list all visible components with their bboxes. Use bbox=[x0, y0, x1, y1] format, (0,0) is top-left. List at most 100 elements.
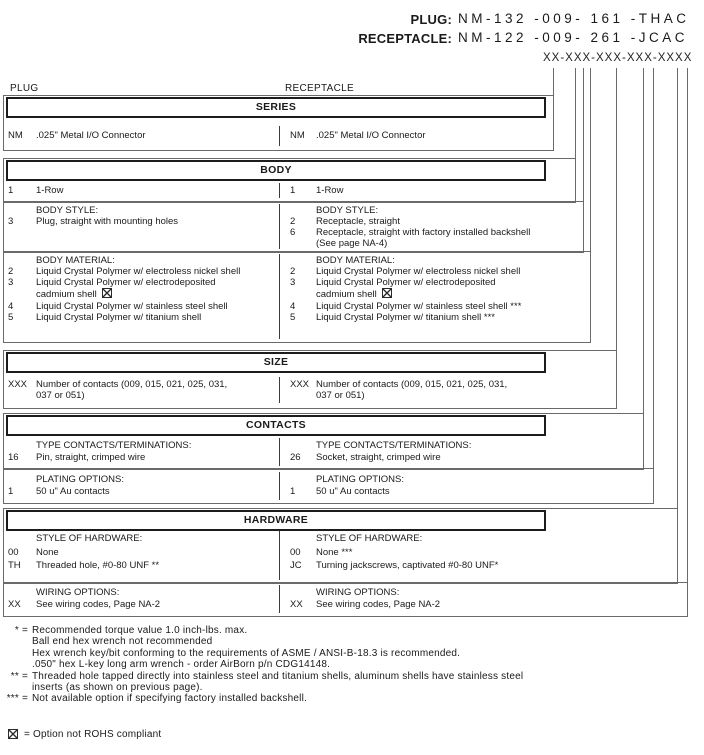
option-code: XX bbox=[8, 599, 21, 610]
plug-column-header: PLUG bbox=[10, 83, 39, 94]
option-desc: Receptacle, straight with factory instal… bbox=[316, 227, 531, 238]
option-desc: See wiring codes, Page NA-2 bbox=[36, 599, 161, 610]
footnote-marker: *** = bbox=[6, 693, 28, 704]
option-desc: Liquid Crystal Polymer w/ titanium shell… bbox=[316, 312, 495, 323]
option-code: 2 bbox=[290, 216, 296, 227]
connector-line bbox=[687, 68, 688, 583]
footnote: ** =Threaded hole tapped directly into s… bbox=[2, 671, 523, 682]
section-header-hardware: HARDWARE bbox=[6, 510, 546, 531]
option-desc-continuation: cadmium shell bbox=[316, 288, 392, 300]
plating-group-box bbox=[3, 468, 654, 504]
option-code: XXX bbox=[290, 379, 310, 390]
group-label: BODY STYLE: bbox=[316, 205, 379, 216]
column-divider bbox=[279, 472, 280, 500]
hardware-style-group-box bbox=[3, 508, 678, 584]
option-code: NM bbox=[290, 130, 305, 141]
connector-line bbox=[583, 68, 584, 202]
section-header-size: SIZE bbox=[6, 352, 546, 373]
option-desc: Liquid Crystal Polymer w/ electrodeposit… bbox=[36, 277, 216, 288]
size-group-box bbox=[3, 350, 617, 409]
section-header-body: BODY bbox=[6, 160, 546, 181]
footnote-text: Recommended torque value 1.0 inch-lbs. m… bbox=[32, 625, 248, 636]
not-rohs-icon bbox=[8, 729, 18, 739]
option-desc: Turning jackscrews, captivated #0-80 UNF… bbox=[316, 560, 499, 571]
footnote: .050" hex L-key long arm wrench - order … bbox=[2, 659, 330, 670]
not-rohs-icon bbox=[381, 288, 392, 298]
option-desc: Plug, straight with mounting holes bbox=[36, 216, 179, 227]
option-code: 2 bbox=[8, 266, 14, 277]
option-desc: Socket, straight, crimped wire bbox=[316, 452, 441, 463]
footnote-text: Ball end hex wrench not recommended bbox=[32, 636, 213, 647]
section-header-series: SERIES bbox=[6, 97, 546, 118]
body-material-group-box bbox=[3, 251, 591, 343]
option-desc-continuation: 037 or 051) bbox=[316, 390, 365, 401]
plug-part-number-value: NM-132 -009- 161 -THAC bbox=[458, 11, 690, 26]
rohs-legend-text: = Option not ROHS compliant bbox=[24, 729, 162, 740]
connector-line bbox=[575, 68, 576, 158]
option-code: 16 bbox=[8, 452, 19, 463]
option-desc: cadmium shell bbox=[316, 289, 377, 300]
option-desc: 1-Row bbox=[36, 185, 64, 196]
contact-type-group-box bbox=[3, 413, 644, 470]
body-style-group-box bbox=[3, 201, 584, 253]
footnote: *** = Not available option if specifying … bbox=[2, 693, 307, 704]
option-desc: Liquid Crystal Polymer w/ stainless stee… bbox=[36, 301, 228, 312]
group-label: WIRING OPTIONS: bbox=[316, 587, 400, 598]
connector-line bbox=[643, 68, 644, 413]
option-code: 2 bbox=[290, 266, 296, 277]
option-desc: cadmium shell bbox=[36, 289, 97, 300]
option-desc: None *** bbox=[316, 547, 353, 558]
footnote: inserts (as shown on previous page). bbox=[2, 682, 203, 693]
footnote: Ball end hex wrench not recommended bbox=[2, 636, 212, 647]
footnote-text: .050" hex L-key long arm wrench - order … bbox=[32, 659, 331, 670]
option-desc: Liquid Crystal Polymer w/ titanium shell bbox=[36, 312, 202, 323]
option-desc: Liquid Crystal Polymer w/ electroless ni… bbox=[36, 266, 241, 277]
column-divider bbox=[279, 377, 280, 403]
footnote-text: inserts (as shown on previous page). bbox=[32, 682, 203, 693]
group-label: TYPE CONTACTS/TERMINATIONS: bbox=[316, 440, 472, 451]
connector-line bbox=[677, 68, 678, 508]
part-number-pattern: XX-XXX-XXX-XXX-XXXX bbox=[543, 52, 693, 64]
option-desc: Number of contacts (009, 015, 021, 025, … bbox=[36, 379, 228, 390]
option-desc-continuation: 037 or 051) bbox=[36, 390, 85, 401]
footnote-text: Not available option if specifying facto… bbox=[32, 693, 307, 704]
column-divider bbox=[279, 126, 280, 146]
option-desc: None bbox=[36, 547, 59, 558]
connector-line bbox=[653, 68, 654, 469]
option-desc: 50 u" Au contacts bbox=[316, 486, 390, 497]
option-desc: Receptacle, straight bbox=[316, 216, 400, 227]
connector-line bbox=[553, 68, 554, 95]
group-label: PLATING OPTIONS: bbox=[36, 474, 124, 485]
group-label: PLATING OPTIONS: bbox=[316, 474, 404, 485]
column-divider bbox=[279, 531, 280, 580]
receptacle-part-number-value: NM-122 -009- 261 -JCAC bbox=[458, 30, 689, 45]
option-desc: 50 u" Au contacts bbox=[36, 486, 110, 497]
option-desc: Liquid Crystal Polymer w/ electroless ni… bbox=[316, 266, 521, 277]
group-label: TYPE CONTACTS/TERMINATIONS: bbox=[36, 440, 192, 451]
option-code: 3 bbox=[8, 216, 14, 227]
option-desc-continuation: cadmium shell bbox=[36, 288, 112, 300]
option-code: 00 bbox=[8, 547, 19, 558]
option-code: 3 bbox=[290, 277, 296, 288]
option-code: 6 bbox=[290, 227, 296, 238]
not-rohs-icon bbox=[101, 288, 112, 298]
group-label: WIRING OPTIONS: bbox=[36, 587, 120, 598]
option-code: JC bbox=[290, 560, 302, 571]
option-code: 1 bbox=[290, 185, 296, 196]
option-code: 4 bbox=[290, 301, 296, 312]
option-desc: .025" Metal I/O Connector bbox=[36, 130, 146, 141]
group-label: STYLE OF HARDWARE: bbox=[316, 533, 423, 544]
option-code: 26 bbox=[290, 452, 301, 463]
footnote: * =Recommended torque value 1.0 inch-lbs… bbox=[2, 625, 247, 636]
option-desc: Pin, straight, crimped wire bbox=[36, 452, 146, 463]
option-code: 4 bbox=[8, 301, 14, 312]
option-desc: (See page NA-4) bbox=[316, 238, 388, 249]
option-code: NM bbox=[8, 130, 23, 141]
receptacle-column-header: RECEPTACLE bbox=[285, 83, 354, 94]
column-divider bbox=[279, 585, 280, 613]
section-header-contacts: CONTACTS bbox=[6, 415, 546, 436]
option-desc: 1-Row bbox=[316, 185, 344, 196]
option-desc: Number of contacts (009, 015, 021, 025, … bbox=[316, 379, 508, 390]
option-code: 5 bbox=[290, 312, 296, 323]
